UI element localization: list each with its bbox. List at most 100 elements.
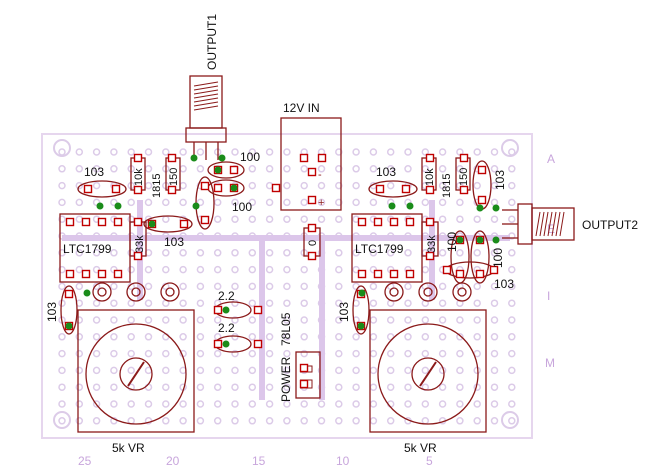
grid-hole [92, 148, 101, 156]
row-label-e: E [547, 222, 555, 236]
grid-hole [335, 148, 343, 156]
grid-hole [144, 383, 153, 391]
grid-hole [508, 265, 516, 274]
grid-hole [231, 383, 239, 391]
pad [271, 183, 281, 193]
grid-hole [438, 181, 447, 190]
grid-hole [421, 265, 430, 274]
pad [357, 269, 367, 279]
grid-hole [456, 400, 464, 408]
grid-hole [283, 282, 291, 291]
grid-hole [352, 383, 360, 391]
grid-hole [58, 282, 66, 291]
grid-hole [404, 249, 412, 257]
grid-hole [490, 198, 499, 207]
grid-hole [144, 316, 153, 324]
grid-hole [317, 198, 326, 207]
grid-hole [369, 198, 378, 207]
pad [459, 153, 469, 163]
grid-hole [110, 148, 118, 156]
grid-hole [75, 265, 84, 274]
grid-hole [179, 265, 187, 274]
grid-hole [317, 165, 326, 173]
left-r33k-label: 33k [134, 235, 146, 253]
grid-hole [248, 400, 257, 408]
pad [405, 217, 415, 227]
grid-hole [265, 316, 274, 324]
grid-hole [490, 215, 499, 223]
col-label-15: 15 [252, 454, 266, 468]
pad [489, 265, 499, 275]
grid-hole [473, 148, 481, 156]
grid-hole [92, 265, 101, 274]
left-vr-label: 5k VR [112, 441, 145, 455]
grid-hole [404, 316, 412, 324]
grid-hole [386, 165, 395, 173]
grid-hole [58, 333, 66, 341]
grid-hole [179, 400, 187, 408]
grid-hole [265, 299, 274, 307]
grid-hole [265, 282, 274, 291]
grid-hole [231, 400, 239, 408]
grid-hole [265, 198, 274, 207]
grid-hole [265, 333, 274, 341]
grid-hole [300, 181, 308, 190]
grid-hole [386, 383, 395, 391]
col-label-5: 5 [426, 454, 433, 468]
pad [65, 217, 75, 227]
grid-hole [438, 333, 447, 341]
grid-hole [438, 148, 447, 156]
grid-hole [265, 265, 274, 274]
grid-hole [317, 181, 326, 190]
pad [113, 217, 123, 227]
grid-hole [438, 165, 447, 173]
grid-hole [144, 417, 153, 425]
grid-hole [352, 165, 360, 173]
grid-hole [335, 349, 343, 358]
board-outline [41, 133, 533, 439]
pad [307, 223, 317, 233]
grid-hole [110, 165, 118, 173]
grid-hole [335, 282, 343, 291]
grid-hole [110, 198, 118, 207]
grid-hole [196, 282, 205, 291]
grid-hole [335, 215, 343, 223]
solder-dot [190, 154, 198, 162]
grid-hole [404, 366, 412, 375]
grid-hole [75, 215, 84, 223]
grid-hole [283, 349, 291, 358]
grid-hole [386, 148, 395, 156]
solder-dot [358, 289, 366, 297]
grid-hole [92, 333, 101, 341]
jack-minus: - [318, 169, 322, 181]
grid-hole [231, 417, 239, 425]
grid-hole [213, 249, 222, 257]
grid-hole [75, 181, 84, 190]
grid-hole [75, 366, 84, 375]
right-cap103-bottom-label: 103 [494, 277, 514, 291]
grid-hole [404, 349, 412, 358]
grid-hole [300, 282, 308, 291]
grid-hole [265, 148, 274, 156]
grid-hole [369, 299, 378, 307]
grid-hole [317, 400, 326, 408]
pad [425, 153, 435, 163]
grid-hole [283, 417, 291, 425]
right-cap103-top [368, 180, 418, 198]
grid-hole [213, 265, 222, 274]
grid-hole [283, 316, 291, 324]
grid-hole [248, 316, 257, 324]
grid-hole [162, 349, 170, 358]
grid-hole [335, 299, 343, 307]
grid-hole [75, 148, 84, 156]
left-cap103-top [77, 180, 127, 198]
solder-dot [96, 202, 104, 210]
grid-hole [162, 198, 170, 207]
grid-hole [162, 366, 170, 375]
grid-hole [231, 299, 239, 307]
grid-hole [369, 400, 378, 408]
grid-hole [248, 333, 257, 341]
grid-hole [92, 383, 101, 391]
grid-hole [162, 417, 170, 425]
grid-hole [438, 282, 447, 291]
